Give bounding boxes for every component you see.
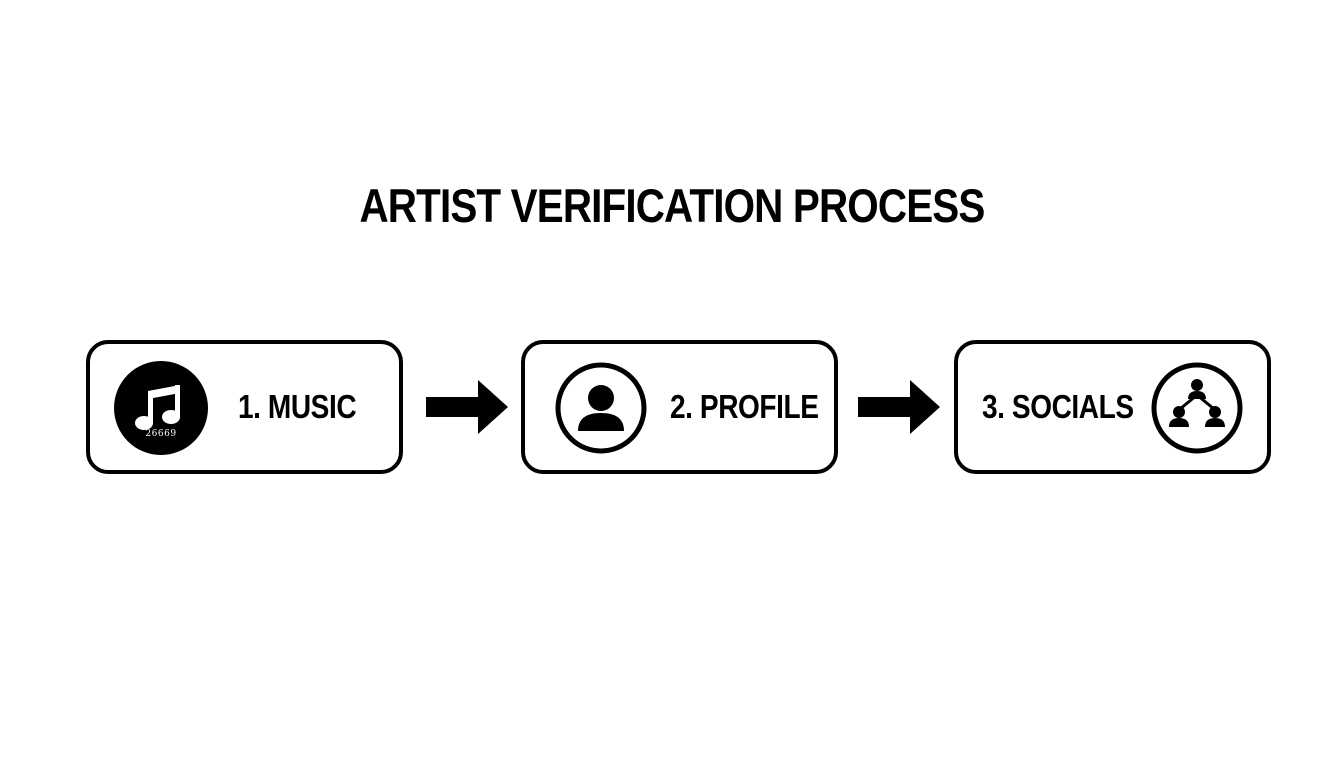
step-music: 26669 1. MUSIC	[86, 340, 403, 474]
arrow-right-icon	[426, 380, 508, 434]
step-label-socials: 3. SOCIALS	[982, 388, 1134, 425]
step-socials: 3. SOCIALS	[954, 340, 1271, 474]
user-profile-icon	[554, 361, 648, 455]
music-note-icon: 26669	[114, 361, 208, 455]
music-icon-caption: 26669	[145, 429, 177, 439]
social-network-icon	[1150, 361, 1244, 455]
step-profile: 2. PROFILE	[521, 340, 838, 474]
step-label-music: 1. MUSIC	[238, 388, 357, 425]
arrow-right-icon	[858, 380, 940, 434]
step-label-profile: 2. PROFILE	[670, 388, 819, 425]
page-title: ARTIST VERIFICATION PROCESS	[359, 179, 985, 232]
